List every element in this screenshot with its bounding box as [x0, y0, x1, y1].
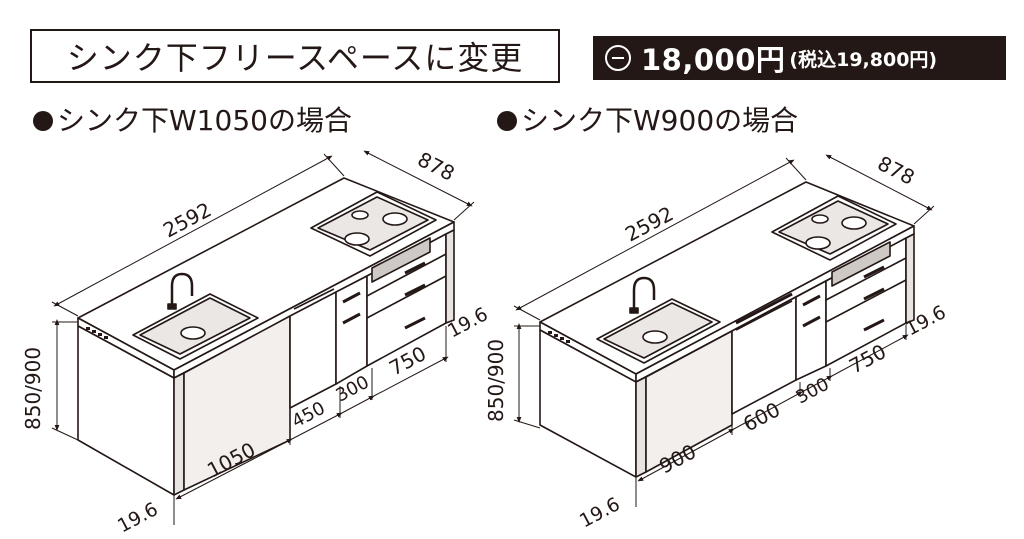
right-dim-length: 2592	[621, 201, 677, 246]
minus-circle-icon	[605, 45, 631, 71]
right-dim-end-left: 19.6	[576, 493, 624, 532]
price-badge: 18,000円 (税込19,800円)	[593, 36, 1006, 80]
right-diagram-label: シンク下W900の場合	[497, 99, 798, 139]
bullet-icon	[497, 111, 517, 131]
left-dim-height: 850/900	[21, 347, 45, 430]
right-cabinet	[795, 280, 827, 381]
right-dim-depth: 878	[874, 151, 919, 190]
bullet-icon	[33, 111, 53, 131]
title-box: シンク下フリースペースに変更	[30, 29, 560, 83]
left-diagram-label: シンク下W1050の場合	[33, 99, 352, 139]
right-dim-height: 850/900	[484, 339, 508, 422]
left-kitchen	[77, 177, 455, 496]
page-title: シンク下フリースペースに変更	[66, 39, 524, 77]
left-dim-end-left: 19.6	[114, 498, 162, 537]
price-tax-included: (税込19,800円)	[789, 48, 938, 71]
left-cabinet	[335, 275, 368, 385]
left-dim-length: 2592	[159, 197, 215, 242]
price-amount: 18,000円	[641, 43, 786, 77]
